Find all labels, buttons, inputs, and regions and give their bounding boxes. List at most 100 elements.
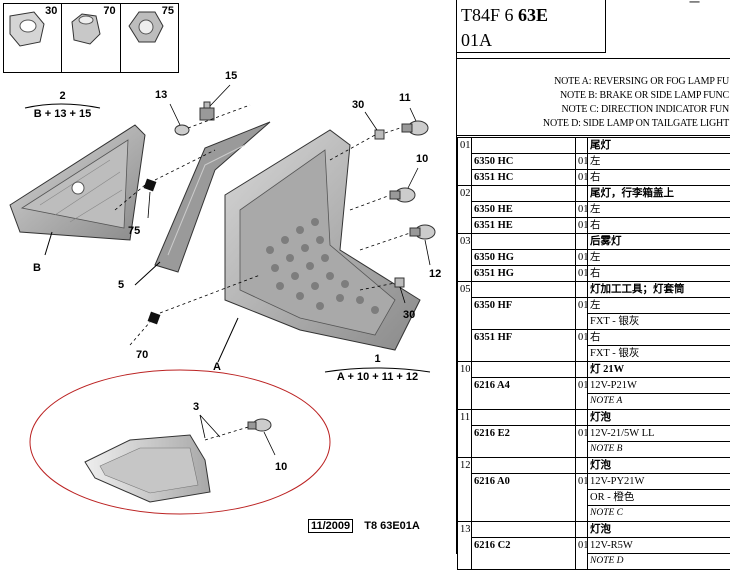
part-desc: 左 [588, 298, 730, 314]
qty-empty [576, 410, 588, 426]
note-b: NOTE B: BRAKE OR SIDE LAMP FUNC [560, 90, 729, 101]
part-desc: 12V-PY21W [588, 474, 730, 490]
header-code-suffix: 01A [461, 30, 492, 51]
hex-nut-icon [121, 4, 169, 52]
qty-empty [576, 138, 588, 154]
part-note: NOTE B [588, 442, 730, 458]
diagram-drawing [0, 0, 456, 554]
qty-empty [576, 362, 588, 378]
quantity: 01 [576, 474, 588, 522]
part-number[interactable]: 6350 HE [472, 202, 576, 218]
part-desc: 12V-P21W [588, 378, 730, 394]
part-extra: OR - 橙色 [588, 490, 730, 506]
pn-empty [472, 186, 576, 202]
pn-empty [472, 458, 576, 474]
part-number[interactable]: 6351 HE [472, 218, 576, 234]
quantity: 01 [576, 426, 588, 458]
callout-12: 12 [429, 268, 441, 280]
part-desc: 左 [588, 202, 730, 218]
qty-empty [576, 186, 588, 202]
part-number[interactable]: 6351 HC [472, 170, 576, 186]
part-number[interactable]: 6351 HF [472, 330, 576, 362]
header-top-right-text: 一 [689, 0, 700, 10]
part-title: 后雾灯 [588, 234, 730, 250]
part-number[interactable]: 6351 HG [472, 266, 576, 282]
socket-15-shape [200, 102, 214, 120]
panel-header: T84F 6 63E 01A [457, 0, 606, 53]
callout-10-bottom: 10 [275, 461, 287, 473]
part-desc: 左 [588, 250, 730, 266]
part-note: NOTE C [588, 506, 730, 522]
notes-block: NOTE A: REVERSING OR FOG LAMP FU NOTE B:… [457, 58, 730, 136]
part-number[interactable]: 6216 E2 [472, 426, 576, 458]
bulb-13-shape [175, 125, 189, 135]
pn-empty [472, 410, 576, 426]
part-title: 尾灯 [588, 138, 730, 154]
part-title: 灯泡 [588, 458, 730, 474]
callout-70: 70 [136, 349, 148, 361]
group-1-label: 1 A + 10 + 11 + 12 [325, 353, 430, 383]
quantity: 01 [576, 378, 588, 410]
ref-number: 01 [458, 138, 472, 186]
clip-30-top-shape [375, 130, 384, 139]
ref-number: 11 [458, 410, 472, 458]
ref-number: 02 [458, 186, 472, 234]
pn-empty [472, 138, 576, 154]
part-desc: 右 [588, 330, 730, 346]
quantity: 01 [576, 202, 588, 218]
group-1-formula: A + 10 + 11 + 12 [325, 371, 430, 383]
group-1-number: 1 [325, 353, 430, 365]
thumb-clip: 30 [4, 4, 62, 72]
nut-70-shape [148, 312, 161, 325]
footer-date: 11/2009 [308, 519, 353, 533]
note-c: NOTE C: DIRECTION INDICATOR FUN [561, 104, 729, 115]
part-desc: 12V-21/5W LL [588, 426, 730, 442]
part-desc: 右 [588, 266, 730, 282]
fog-lamp-3-shape [85, 435, 210, 502]
ref-number: 05 [458, 282, 472, 362]
callout-15: 15 [225, 70, 237, 82]
pn-empty [472, 522, 576, 538]
ref-number: 12 [458, 458, 472, 522]
quantity: 01 [576, 170, 588, 186]
clip-30-bottom-shape [395, 278, 404, 287]
callout-b: B [33, 262, 41, 274]
qty-empty [576, 458, 588, 474]
lamp-a-shape [225, 130, 420, 350]
callout-3: 3 [193, 401, 199, 413]
diagram-footer: 11/2009 T8 63E01A [308, 520, 420, 532]
callout-11: 11 [399, 92, 411, 104]
group-2-label: 2 B + 13 + 15 [25, 90, 100, 120]
part-desc: 右 [588, 218, 730, 234]
part-number[interactable]: 6350 HF [472, 298, 576, 330]
header-code-prefix: T84F 6 [461, 5, 514, 25]
part-number[interactable]: 6350 HC [472, 154, 576, 170]
pn-empty [472, 234, 576, 250]
part-number[interactable]: 6216 A0 [472, 474, 576, 522]
callout-10-top: 10 [416, 153, 428, 165]
nut-75-shape [144, 179, 157, 192]
part-number[interactable]: 6216 A4 [472, 378, 576, 410]
part-desc: 右 [588, 170, 730, 186]
part-number[interactable]: 6350 HG [472, 250, 576, 266]
part-title: 灯 21W [588, 362, 730, 378]
hardware-thumbnails: 30 70 75 [3, 3, 179, 73]
group-2-formula: B + 13 + 15 [25, 108, 100, 120]
group-2-number: 2 [25, 90, 100, 102]
note-d: NOTE D: SIDE LAMP ON TAILGATE LIGHT [543, 118, 729, 129]
bulb-11-shape [402, 121, 428, 135]
note-a: NOTE A: REVERSING OR FOG LAMP FU [554, 76, 729, 87]
thumb-nut-flange: 70 [62, 4, 120, 72]
